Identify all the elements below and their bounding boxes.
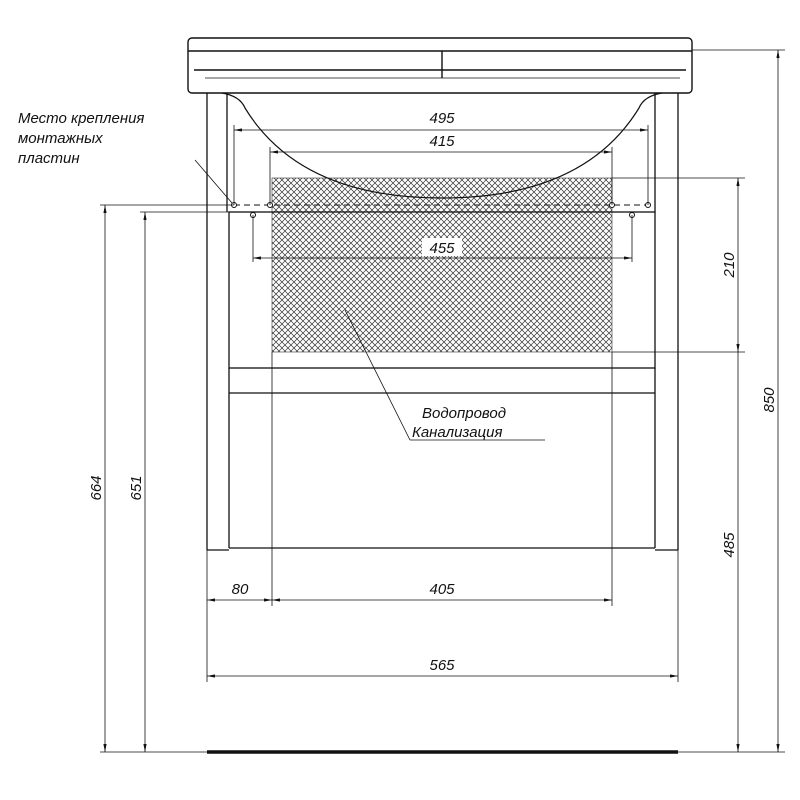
basin-curve bbox=[221, 92, 663, 199]
dimension-lines bbox=[100, 49, 785, 753]
dim-485: 485 bbox=[721, 532, 738, 558]
dim-664: 664 bbox=[88, 475, 105, 500]
mounting-label-line3: пластин bbox=[18, 150, 80, 167]
leaders bbox=[194, 159, 545, 441]
dim-850: 850 bbox=[761, 387, 778, 413]
dim-455-bg bbox=[422, 238, 462, 256]
dim-210: 210 bbox=[721, 252, 738, 279]
utilities-label-line2: Канализация bbox=[412, 424, 503, 441]
utility-zone-hatch bbox=[271, 177, 613, 353]
utilities-label-line1: Водопровод bbox=[422, 405, 506, 422]
countertop bbox=[187, 37, 693, 94]
dim-405: 405 bbox=[429, 581, 455, 598]
dim-455: 455 bbox=[429, 240, 455, 257]
dim-415: 415 bbox=[429, 133, 455, 150]
mounting-label-line2: монтажных bbox=[18, 130, 103, 147]
cabinet bbox=[206, 93, 679, 551]
mounting-label-line1: Место крепления bbox=[18, 110, 144, 127]
dim-651: 651 bbox=[128, 475, 145, 500]
dim-495: 495 bbox=[429, 110, 455, 127]
dim-565: 565 bbox=[429, 657, 455, 674]
dim-80: 80 bbox=[232, 581, 249, 598]
